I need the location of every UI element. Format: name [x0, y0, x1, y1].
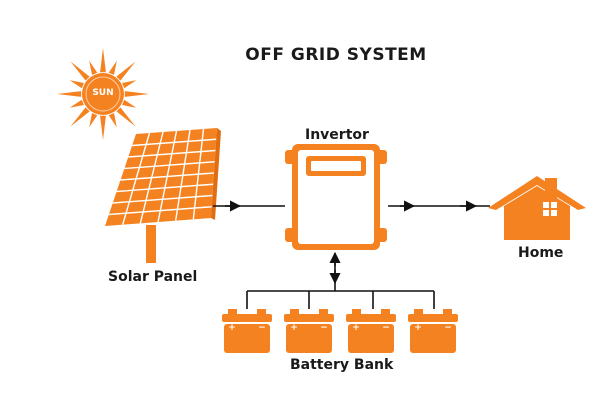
battery-minus-sign: −	[258, 323, 266, 333]
battery-bank-label: Battery Bank	[290, 357, 394, 373]
battery-icon: +−	[222, 309, 272, 353]
battery-icon: +−	[284, 309, 334, 353]
sun-label: SUN	[92, 88, 114, 98]
inverter-label: Invertor	[305, 127, 369, 143]
home-icon	[488, 176, 586, 240]
battery-minus-sign: −	[320, 323, 328, 333]
solar-panel-icon	[105, 128, 221, 263]
battery-minus-sign: −	[382, 323, 390, 333]
battery-plus-sign: +	[414, 323, 422, 333]
battery-plus-sign: +	[290, 323, 298, 333]
inverter-icon	[285, 144, 387, 250]
solar-panel-label: Solar Panel	[108, 269, 198, 285]
arrow-icon	[225, 200, 478, 285]
battery-minus-sign: −	[444, 323, 452, 333]
battery-icon: +−	[346, 309, 396, 353]
battery-icon: +−	[408, 309, 458, 353]
sun-icon	[57, 48, 149, 140]
diagram-title: OFF GRID SYSTEM	[245, 45, 427, 65]
home-label: Home	[518, 245, 564, 261]
battery-plus-sign: +	[352, 323, 360, 333]
battery-plus-sign: +	[228, 323, 236, 333]
